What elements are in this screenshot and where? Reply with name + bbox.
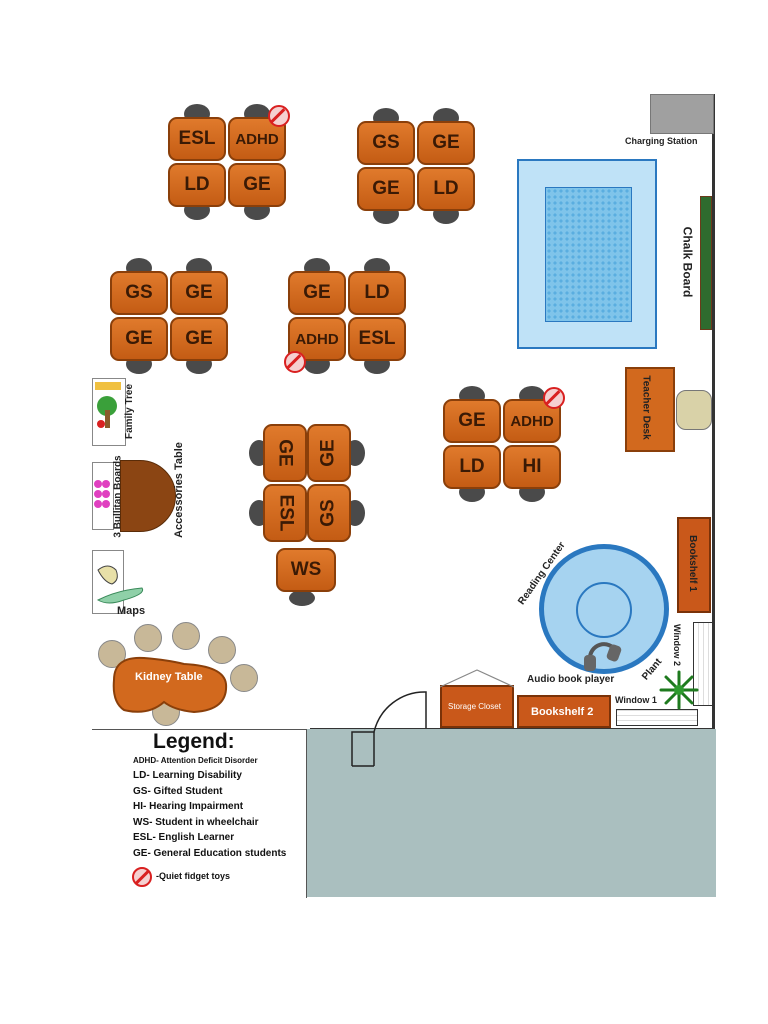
kidney-chair bbox=[230, 664, 258, 692]
family-tree-icon bbox=[95, 382, 121, 428]
teacher-chair bbox=[676, 390, 712, 430]
desk-adhd: ADHD bbox=[288, 317, 346, 361]
audio-book-player-label: Audio book player bbox=[527, 674, 615, 685]
legend-item-ge: GE- General Education students bbox=[133, 848, 287, 859]
desk-label: ESL bbox=[274, 494, 296, 532]
desk-gs: GS bbox=[110, 271, 168, 315]
legend-item-esl: ESL- English Learner bbox=[133, 832, 235, 843]
kidney-chair bbox=[134, 624, 162, 652]
headphones-icon bbox=[584, 642, 622, 671]
chalk-board-label: Chalk Board bbox=[680, 226, 695, 298]
desk-label: GE bbox=[274, 439, 296, 467]
desk-ld: LD bbox=[417, 167, 475, 211]
desk-ge: GE bbox=[307, 424, 351, 482]
storage-closet-label: Storage Closet bbox=[448, 702, 501, 711]
bookshelf-1 bbox=[677, 517, 711, 613]
window-1-label: Window 1 bbox=[615, 695, 657, 705]
teacher-desk bbox=[625, 367, 675, 452]
desk-ge: GE bbox=[357, 167, 415, 211]
kidney-chair bbox=[172, 622, 200, 650]
kidney-table-label: Kidney Table bbox=[135, 671, 203, 683]
room-wall-right bbox=[712, 94, 715, 730]
accessories-table-label: Accessories Table bbox=[172, 442, 185, 538]
legend-item-hi: HI- Hearing Impairment bbox=[133, 801, 244, 812]
desk-label: GS bbox=[317, 499, 339, 527]
fidget-toy-icon bbox=[132, 867, 152, 887]
legend-fidget-label: -Quiet fidget toys bbox=[156, 871, 230, 881]
desk-ge: GE bbox=[170, 271, 228, 315]
reading-center-inner-ring bbox=[576, 582, 632, 638]
desk-gs: GS bbox=[307, 484, 351, 542]
desk-ge: GE bbox=[288, 271, 346, 315]
plant-icon bbox=[659, 670, 699, 710]
charging-station-label: Charging Station bbox=[625, 136, 698, 146]
desk-ld: LD bbox=[348, 271, 406, 315]
legend-item-gs: GS- Gifted Student bbox=[133, 786, 223, 797]
door-icon bbox=[351, 691, 427, 767]
storage-closet-roof bbox=[440, 669, 514, 688]
desk-ge: GE bbox=[417, 121, 475, 165]
window-1 bbox=[616, 709, 698, 726]
kidney-table bbox=[112, 656, 228, 714]
storage-closet bbox=[440, 685, 514, 728]
fidget-toy-icon bbox=[284, 351, 306, 373]
reading-rug-inner bbox=[545, 187, 632, 322]
desk-adhd: ADHD bbox=[228, 117, 286, 161]
kidney-chair bbox=[208, 636, 236, 664]
desk-ge: GE bbox=[228, 163, 286, 207]
legend-item-adhd: ADHD- Attention Deficit Disorder bbox=[133, 756, 258, 765]
desk-ws: WS bbox=[276, 548, 336, 592]
desk-label: GE bbox=[317, 439, 339, 467]
legend-box bbox=[92, 729, 307, 898]
desk-ld: LD bbox=[443, 445, 501, 489]
accessories-table bbox=[120, 460, 176, 532]
map-icon bbox=[96, 565, 144, 604]
wheelchair bbox=[289, 590, 315, 606]
bookshelf-2 bbox=[517, 695, 611, 728]
chalk-board bbox=[700, 196, 712, 330]
desk-esl: ESL bbox=[168, 117, 226, 161]
window-2-label: Window 2 bbox=[671, 624, 682, 666]
desk-ge: GE bbox=[443, 399, 501, 443]
charging-station bbox=[650, 94, 714, 134]
maps-label: Maps bbox=[117, 605, 146, 617]
window-2 bbox=[693, 622, 713, 706]
bulletin-board-icon bbox=[94, 480, 110, 508]
desk-ld: LD bbox=[168, 163, 226, 207]
family-tree-label: Family Tree bbox=[124, 383, 136, 440]
bookshelf-1-label: Bookshelf 1 bbox=[686, 535, 698, 592]
fidget-toy-icon bbox=[543, 387, 565, 409]
desk-ge: GE bbox=[170, 317, 228, 361]
desk-gs: GS bbox=[357, 121, 415, 165]
desk-ge: GE bbox=[263, 424, 307, 482]
fidget-toy-icon bbox=[268, 105, 290, 127]
desk-ge: GE bbox=[110, 317, 168, 361]
desk-esl: ESL bbox=[348, 317, 406, 361]
desk-esl: ESL bbox=[263, 484, 307, 542]
teacher-desk-label: Teacher Desk bbox=[640, 375, 652, 440]
legend-item-ld: LD- Learning Disability bbox=[133, 770, 242, 781]
bookshelf-2-label: Bookshelf 2 bbox=[531, 706, 594, 718]
desk-hi: HI bbox=[503, 445, 561, 489]
legend-title: Legend: bbox=[153, 730, 235, 753]
legend-item-ws: WS- Student in wheelchair bbox=[133, 817, 259, 828]
